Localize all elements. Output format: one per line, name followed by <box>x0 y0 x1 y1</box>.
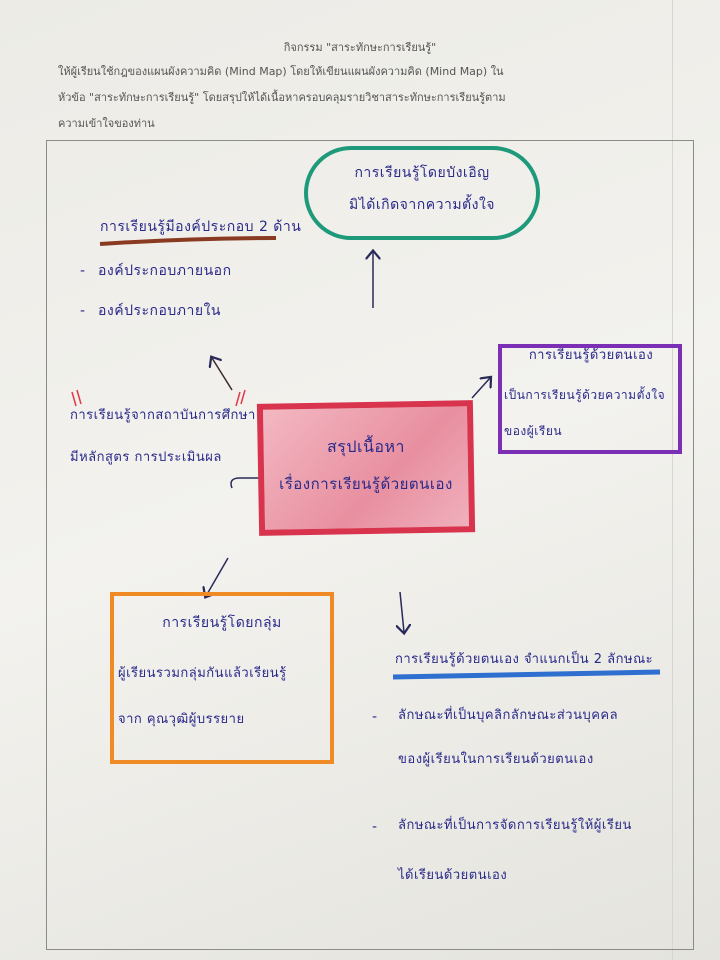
center-line-2: เรื่องการเรียนรู้ด้วยตนเอง <box>279 475 453 493</box>
components-bullet-1: - <box>80 263 86 279</box>
self-learning-box <box>498 344 682 454</box>
types-heading: การเรียนรู้ด้วยตนเอง จำแนกเป็น 2 ลักษณะ <box>395 652 654 667</box>
paper-fold <box>672 0 673 960</box>
types-item-2-line-2: ได้เรียนด้วยตนเอง <box>398 868 508 883</box>
self-box-line-1: การเรียนรู้ด้วยตนเอง <box>528 348 654 363</box>
components-heading: การเรียนรู้มีองค์ประกอบ 2 ด้าน <box>100 219 302 235</box>
blue-underline <box>392 669 661 680</box>
types-bullet-2: - <box>372 819 378 835</box>
instruction-line-1: ให้ผู้เรียนใช้กฎของแผนผังความคิด (Mind M… <box>58 65 504 78</box>
instruction-line-3: ความเข้าใจของท่าน <box>58 117 155 130</box>
brown-underline <box>99 236 277 246</box>
institution-line-2: มีหลักสูตร การประเมินผล <box>70 450 222 465</box>
self-box-line-3: ของผู้เรียน <box>504 424 563 438</box>
top-oval-line-2: มิได้เกิดจากความตั้งใจ <box>348 197 496 213</box>
center-box <box>256 400 476 536</box>
instruction-line-2: หัวข้อ "สาระทักษะการเรียนรู้" โดยสรุปให้… <box>58 91 506 104</box>
group-learning-box <box>110 592 334 764</box>
connector-left <box>230 477 262 489</box>
types-item-2-line-1: ลักษณะที่เป็นการจัดการเรียนรู้ให้ผู้เรีย… <box>398 818 632 833</box>
group-box-line-3: จาก คุณวุฒิผู้บรรยาย <box>118 712 245 727</box>
types-bullet-1: - <box>372 709 378 725</box>
arrow-upright <box>471 378 490 399</box>
components-item-1: องค์ประกอบภายนอก <box>98 263 232 279</box>
self-box-line-2: เป็นการเรียนรู้ด้วยความตั้งใจ <box>504 388 666 402</box>
arrow-upleft <box>212 358 233 391</box>
arrow-downleft <box>206 557 229 596</box>
components-bullet-2: - <box>80 303 86 319</box>
arrow-down <box>400 591 404 632</box>
components-item-2: องค์ประกอบภายใน <box>98 303 222 319</box>
types-item-1-line-1: ลักษณะที่เป็นบุคลิกลักษณะส่วนบุคคล <box>398 708 619 723</box>
institution-line-1: การเรียนรู้จากสถาบันการศึกษา <box>70 408 256 423</box>
mindmap-frame <box>46 140 694 950</box>
top-oval-line-1: การเรียนรู้โดยบังเอิญ <box>354 165 490 181</box>
center-line-1: สรุปเนื้อหา <box>326 437 406 456</box>
top-oval <box>304 146 540 240</box>
types-item-1-line-2: ของผู้เรียนในการเรียนด้วยตนเอง <box>398 752 594 767</box>
group-box-line-1: การเรียนรู้โดยกลุ่ม <box>162 615 282 631</box>
group-box-line-2: ผู้เรียนรวมกลุ่มกันแล้วเรียนรู้ <box>118 666 287 681</box>
activity-title: กิจกรรม "สาระทักษะการเรียนรู้" <box>283 41 437 54</box>
